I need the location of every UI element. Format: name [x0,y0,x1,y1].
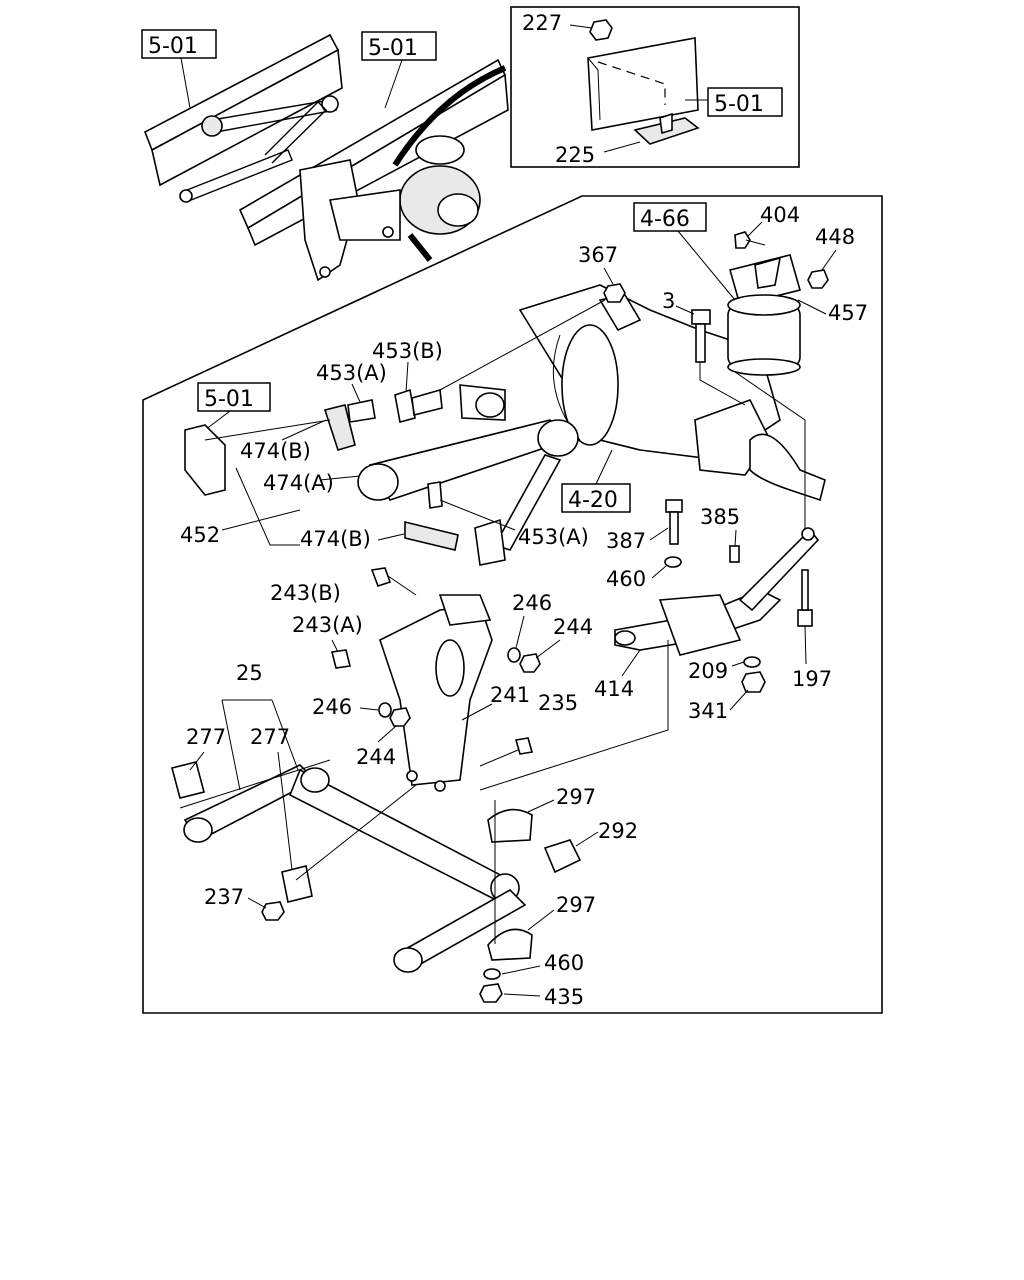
upper-link-452 [357,384,579,551]
bolt-453a-top [347,399,376,423]
label-25: 25 [236,661,263,685]
label-460-low: 460 [544,951,584,975]
inset-frame [510,6,800,168]
label-297-top: 297 [556,785,596,809]
bolt-404 [734,231,766,249]
label-414: 414 [594,677,634,701]
label-404: 404 [760,203,800,227]
label-197: 197 [792,667,832,691]
label-227: 227 [522,11,562,35]
lower-control-arm-25 [183,764,527,973]
label-243b: 243(B) [270,581,341,605]
bolt-197 [797,569,813,627]
frame-bracket-left [184,424,226,496]
air-spring [727,254,801,376]
leveling-bracket-414 [614,527,820,656]
label-385: 385 [700,505,740,529]
bolt-3 [691,309,711,363]
bolt-453b [394,388,443,423]
clamp-297-top [487,808,533,843]
label-474b-low: 474(B) [300,527,371,551]
bushing-277-left [171,761,205,799]
bushing-474a-low [474,518,506,566]
inset-frame-bracket [587,19,700,145]
bolt-235 [479,737,534,767]
washer-209 [743,656,761,668]
bolt-243b [370,567,417,596]
label-341: 341 [688,699,728,723]
label-277b: 277 [250,725,290,749]
label-387: 387 [606,529,646,553]
svg-text:4-20: 4-20 [568,488,618,513]
label-474a: 474(A) [263,471,334,495]
assembly-line [204,419,331,441]
nut-367 [603,283,626,303]
label-460-mid: 460 [606,567,646,591]
nut-435 [479,983,503,1003]
label-367: 367 [578,243,618,267]
ref-box-5-01-a[interactable]: 5-01 [141,29,217,59]
label-452: 452 [180,523,220,547]
svg-text:5-01: 5-01 [714,92,764,117]
bolt-387 [665,499,683,545]
label-244-top: 244 [553,615,593,639]
label-241: 241 [490,683,530,707]
label-474b-top: 474(B) [240,439,311,463]
label-457: 457 [828,301,868,325]
washer-474b-low [404,520,459,551]
washer-246-low [378,702,392,718]
label-435: 435 [544,985,584,1009]
label-448: 448 [815,225,855,249]
label-453a-top: 453(A) [316,361,387,385]
label-237: 237 [204,885,244,909]
label-235: 235 [538,691,578,715]
nut-448 [807,269,829,289]
overview-chassis-illustration [143,33,509,282]
svg-text:5-01: 5-01 [204,387,254,412]
label-209: 209 [688,659,728,683]
washer-246-top [507,647,521,663]
label-277a: 277 [186,725,226,749]
label-453b: 453(B) [372,339,443,363]
label-225: 225 [555,143,595,167]
label-3: 3 [662,289,675,313]
svg-text:5-01: 5-01 [368,36,418,61]
axle-housing [518,284,826,502]
bushing-277-lower [281,865,313,903]
washer-460-mid [664,556,682,568]
nut-341 [741,671,766,693]
label-292: 292 [598,819,638,843]
axle-bracket-241 [379,594,493,792]
washer-474b-top [323,404,356,451]
main-frame [142,195,883,1014]
nut-237 [261,901,285,921]
label-243a: 243(A) [292,613,363,637]
pin-385 [729,545,740,563]
bushing-292 [543,839,582,874]
washer-460-low [483,968,501,980]
label-246-low: 246 [312,695,352,719]
ref-box-4-20[interactable]: 4-20 [561,483,631,513]
svg-text:5-01: 5-01 [148,34,198,59]
nut-244-top [519,653,541,673]
clamp-297-low [487,928,533,961]
svg-text:4-66: 4-66 [640,207,690,232]
ref-box-5-01-c[interactable]: 5-01 [707,87,783,117]
ref-box-5-01-d[interactable]: 5-01 [197,382,271,412]
label-297-low: 297 [556,893,596,917]
bolt-453a-low [427,481,443,509]
label-244-low: 244 [356,745,396,769]
bolt-243a [331,649,351,669]
ref-box-5-01-b[interactable]: 5-01 [361,31,437,61]
label-246-top: 246 [512,591,552,615]
nut-244-low [389,707,411,727]
label-453a-low: 453(A) [518,525,589,549]
ref-box-4-66[interactable]: 4-66 [633,202,707,232]
